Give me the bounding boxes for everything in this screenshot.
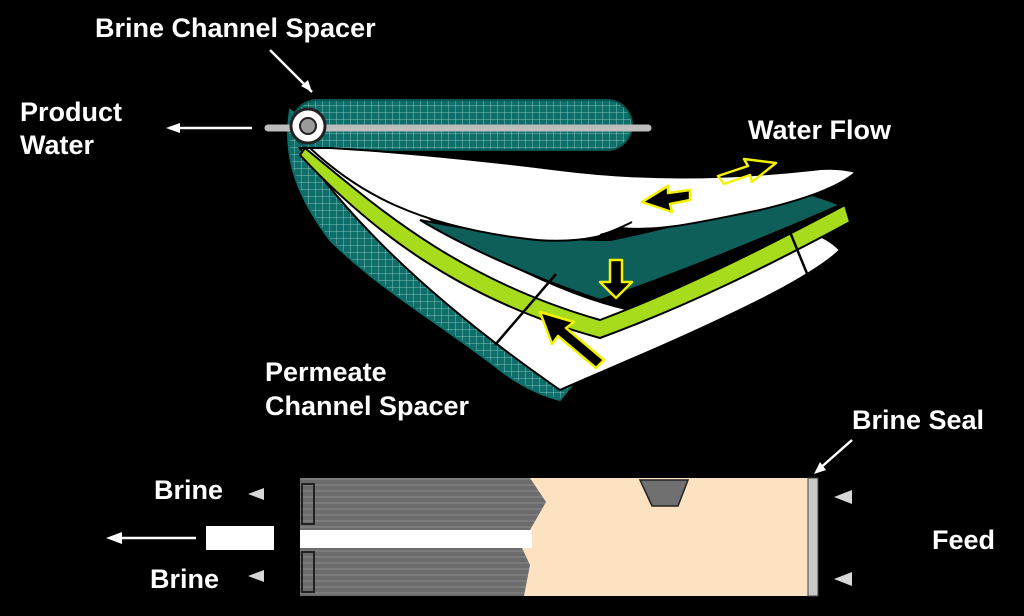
brine-bottom-label: Brine xyxy=(150,564,220,594)
brine-spacer-leader-head xyxy=(301,80,312,92)
permeate-spacer-leader xyxy=(494,273,557,346)
water-flow-arrow xyxy=(716,157,778,186)
membrane-envelope-illustration xyxy=(264,99,859,402)
brine-top-arrow xyxy=(248,488,264,500)
feed-label: Feed xyxy=(932,525,996,555)
product-out-arrow-head xyxy=(106,532,122,544)
product-water-label-line2: Water xyxy=(20,130,95,160)
anti-telescope-top xyxy=(301,483,315,525)
product-outlet-block xyxy=(206,526,274,550)
brine-seal-leader-head xyxy=(814,462,826,474)
anti-telescope-bottom xyxy=(301,551,315,593)
flow-arrow-permeate xyxy=(538,310,606,370)
product-water-label-line1: Product xyxy=(20,97,123,127)
product-tube-section xyxy=(300,530,532,548)
feed-top-arrow xyxy=(834,490,852,504)
flow-arrow-down xyxy=(598,258,634,300)
element-notch xyxy=(638,479,690,507)
flow-arrow-top xyxy=(640,184,692,214)
brine-seal-leader xyxy=(817,439,853,471)
brine-channel-spacer-label: Brine Channel Spacer xyxy=(95,13,376,43)
element-gray-section-bottom xyxy=(300,548,530,596)
element-cross-section xyxy=(206,477,819,597)
brine-seal xyxy=(807,477,819,597)
water-flow-leader xyxy=(788,231,810,277)
membrane-tear-line xyxy=(599,221,633,236)
brine-bottom-arrow xyxy=(248,570,264,582)
permeate-label-line2: Channel Spacer xyxy=(265,391,470,421)
element-gray-section-top xyxy=(300,478,546,530)
permeate-label-line1: Permeate xyxy=(265,357,387,387)
water-flow-label: Water Flow xyxy=(748,115,892,145)
membrane-sheet-upper xyxy=(307,147,859,242)
membrane-sheet-green xyxy=(298,146,852,340)
product-tube-bore xyxy=(299,117,317,135)
brine-seal-label: Brine Seal xyxy=(852,405,985,435)
product-water-arrow-head xyxy=(166,123,180,133)
feed-bottom-arrow xyxy=(834,572,852,586)
brine-top-label: Brine xyxy=(154,475,224,505)
